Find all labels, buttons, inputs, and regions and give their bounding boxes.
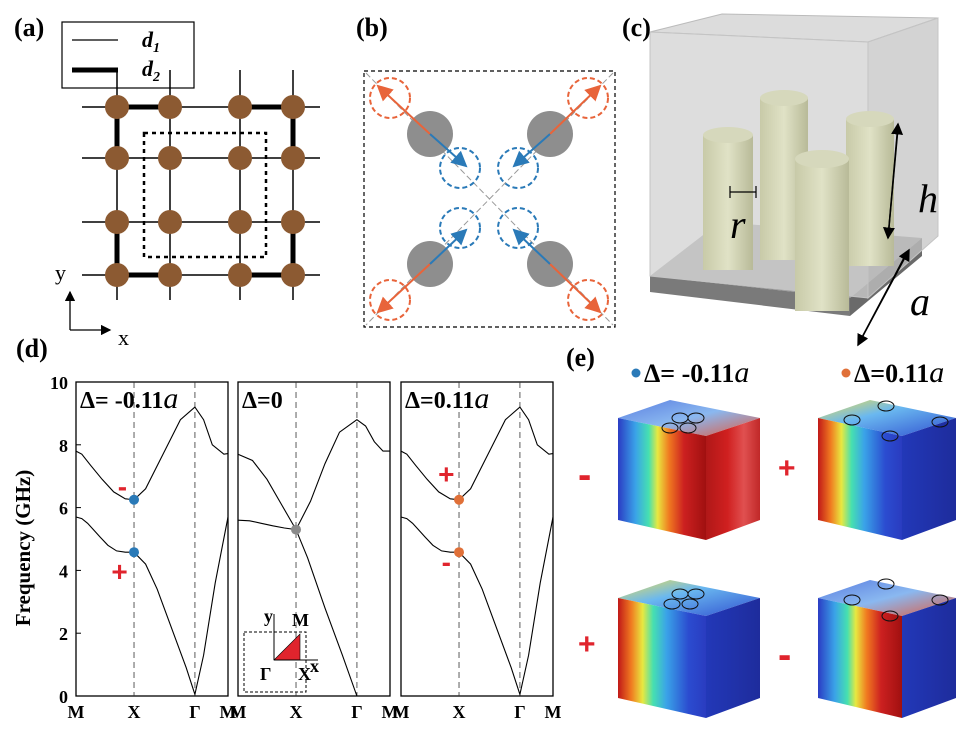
outer-positions xyxy=(369,77,609,321)
irreducible-zone xyxy=(273,633,301,661)
dimension-markers: r h a xyxy=(729,122,938,347)
degeneracy-marker xyxy=(129,494,140,505)
x-tick-label: Γ xyxy=(189,702,200,722)
cylinders xyxy=(703,90,894,311)
x-tick-label: M xyxy=(393,702,410,722)
x-tick-label: M xyxy=(545,702,562,722)
y-tick-label: 8 xyxy=(59,436,68,456)
degeneracy-marker xyxy=(291,524,302,535)
panel-c-label: (c) xyxy=(622,13,651,42)
x-tick-label: M xyxy=(382,702,399,722)
diagonals xyxy=(365,72,614,326)
chart-title: Δ= -0.11a xyxy=(80,382,178,415)
axis-x-label: x xyxy=(118,325,129,350)
inset-label: M xyxy=(292,610,309,630)
frequency-axis-label: Frequency (GHz) xyxy=(11,470,35,627)
parity-sign: - xyxy=(118,471,127,502)
legend-marker-neg xyxy=(631,368,641,378)
y-tick-label: 10 xyxy=(50,373,68,393)
band-2 xyxy=(75,406,229,501)
degeneracy-marker xyxy=(454,547,465,558)
band-1 xyxy=(400,516,554,697)
band-2 xyxy=(400,406,554,501)
y-tick-label: 6 xyxy=(59,499,68,519)
plot-frame xyxy=(237,381,391,697)
x-tick-label: X xyxy=(290,702,303,722)
x-tick-label: Γ xyxy=(514,702,525,722)
cube-1-sign: - xyxy=(578,453,591,497)
chart-title: Δ=0.11a xyxy=(405,382,489,415)
panel-c: (c) r h a xyxy=(622,13,939,347)
x-tick-label: M xyxy=(220,702,237,722)
y-tick-label: 2 xyxy=(59,624,68,644)
y-tick-label: 0 xyxy=(59,687,68,707)
inset-frame xyxy=(243,631,307,693)
inset-label: x xyxy=(310,656,319,676)
legend-d2-label: d2 xyxy=(142,56,160,85)
chart-title: Δ=0 xyxy=(242,388,283,414)
axis-y-label: y xyxy=(55,260,66,285)
panel-a: (a) d1 d2 xyxy=(14,13,320,350)
inset-label: X xyxy=(298,664,311,684)
legend-marker-pos xyxy=(841,368,851,378)
field-cube-3 xyxy=(618,580,760,718)
inset-label: y xyxy=(264,606,273,626)
plot-frame xyxy=(75,381,229,697)
panel-d-label: (d) xyxy=(16,334,48,363)
panel-e-legend: Δ= -0.11a Δ=0.11a xyxy=(631,356,944,389)
x-tick-label: X xyxy=(128,702,141,722)
cube-2-sign: + xyxy=(778,452,796,485)
degeneracy-marker xyxy=(129,547,140,558)
panel-a-label: (a) xyxy=(14,13,44,42)
legend-label-pos: Δ=0.11a xyxy=(854,356,944,389)
field-cube-4 xyxy=(818,578,956,718)
height-label: h xyxy=(918,176,938,221)
parity-sign: + xyxy=(438,459,454,490)
period-label: a xyxy=(910,279,930,324)
radius-label: r xyxy=(730,202,746,247)
panel-a-legend: d1 d2 xyxy=(61,21,195,89)
parity-sign: + xyxy=(111,556,127,587)
x-tick-label: Γ xyxy=(351,702,362,722)
field-cube-2 xyxy=(818,400,956,540)
cube-3-sign: + xyxy=(578,628,596,661)
panel-e: (e) Δ= -0.11a Δ=0.11a xyxy=(566,343,956,718)
band-1 xyxy=(75,516,229,697)
degeneracy-marker xyxy=(454,494,465,505)
unit-cell-outline xyxy=(142,131,268,259)
lattice-atoms xyxy=(105,95,305,287)
unit-cell-frame xyxy=(363,70,616,328)
parity-sign: - xyxy=(442,547,451,578)
legend-d1-label: d1 xyxy=(142,27,160,56)
x-tick-label: X xyxy=(453,702,466,722)
inset-label: Γ xyxy=(260,664,271,684)
field-cube-1 xyxy=(618,400,760,540)
y-tick-label: 4 xyxy=(59,561,68,581)
panel-b: (b) xyxy=(356,13,616,328)
band-2 xyxy=(237,419,390,531)
legend-label-neg: Δ= -0.11a xyxy=(644,356,749,389)
displacement-arrows xyxy=(376,84,602,314)
inner-positions xyxy=(439,147,539,249)
band-1 xyxy=(237,519,358,697)
cube-4-sign: - xyxy=(778,633,791,677)
panel-e-label: (e) xyxy=(566,343,595,372)
x-tick-label: M xyxy=(230,702,247,722)
plot-frame xyxy=(400,381,554,697)
xy-axes-icon: y x xyxy=(55,260,129,350)
panel-b-label: (b) xyxy=(356,13,388,42)
x-tick-label: M xyxy=(68,702,85,722)
